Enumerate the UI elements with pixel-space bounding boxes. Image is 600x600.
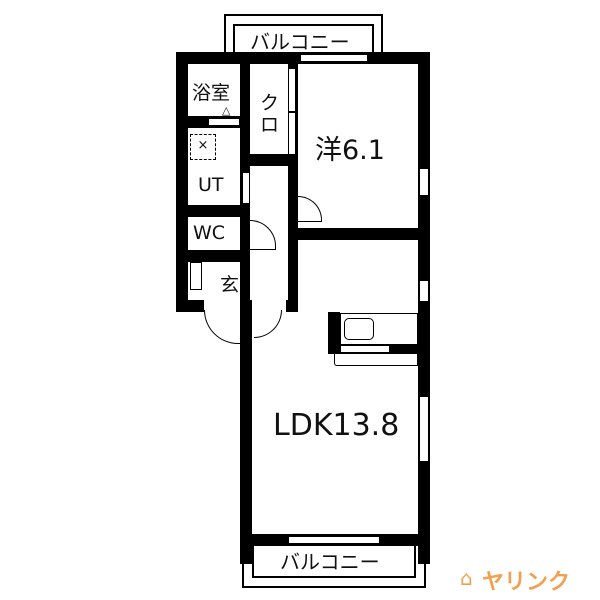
- wall: [248, 154, 298, 166]
- closet-label: ロ: [260, 114, 280, 136]
- window: [288, 536, 380, 544]
- window: [300, 54, 368, 62]
- ldk-door[interactable]: [254, 310, 282, 338]
- balcony-top: [224, 14, 383, 54]
- wall: [240, 160, 250, 310]
- ldk-label: LDK13.8: [273, 408, 400, 443]
- kitchen-bar: [334, 354, 418, 366]
- balcony-top-label: バルコニー: [250, 30, 350, 54]
- window: [419, 280, 429, 302]
- western-room-label: 洋6.1: [315, 135, 385, 166]
- balcony-bottom: [242, 544, 426, 588]
- wall: [286, 300, 298, 312]
- shoe-box: [190, 262, 202, 290]
- ut-door[interactable]: [242, 172, 250, 204]
- triangle-icon: △: [222, 104, 231, 117]
- wall: [418, 52, 430, 564]
- sink-icon: [344, 318, 374, 340]
- bath-door[interactable]: [208, 118, 240, 126]
- kitchen-wall: [328, 312, 340, 354]
- utility-label: UT: [198, 174, 224, 196]
- window: [419, 396, 429, 462]
- balcony-bottom-inner: [252, 544, 416, 578]
- house-icon: ⌂: [460, 566, 473, 590]
- wall: [288, 200, 298, 310]
- closet-door[interactable]: [288, 112, 296, 156]
- toilet-label: WC: [193, 222, 226, 244]
- kitchen-pass: [340, 345, 390, 353]
- closet-label: ク: [260, 92, 280, 114]
- wall: [288, 228, 430, 240]
- western-room-door[interactable]: [298, 196, 322, 222]
- wall: [176, 52, 188, 310]
- bath-label: 浴室: [192, 82, 231, 104]
- wall: [176, 250, 250, 262]
- window: [419, 168, 429, 196]
- wall: [240, 300, 252, 564]
- entrance-label: 玄: [220, 274, 240, 296]
- wall: [176, 300, 204, 312]
- entrance-door[interactable]: [204, 310, 240, 344]
- wall: [240, 52, 250, 162]
- wall: [176, 205, 250, 217]
- washer-icon: ×: [190, 134, 216, 160]
- wc-door[interactable]: [250, 220, 276, 250]
- brand-logo: ヤリンク: [482, 570, 571, 595]
- balcony-top-inner: [233, 24, 374, 54]
- closet-door[interactable]: [288, 68, 296, 112]
- balcony-bottom-label: バルコニー: [280, 550, 380, 574]
